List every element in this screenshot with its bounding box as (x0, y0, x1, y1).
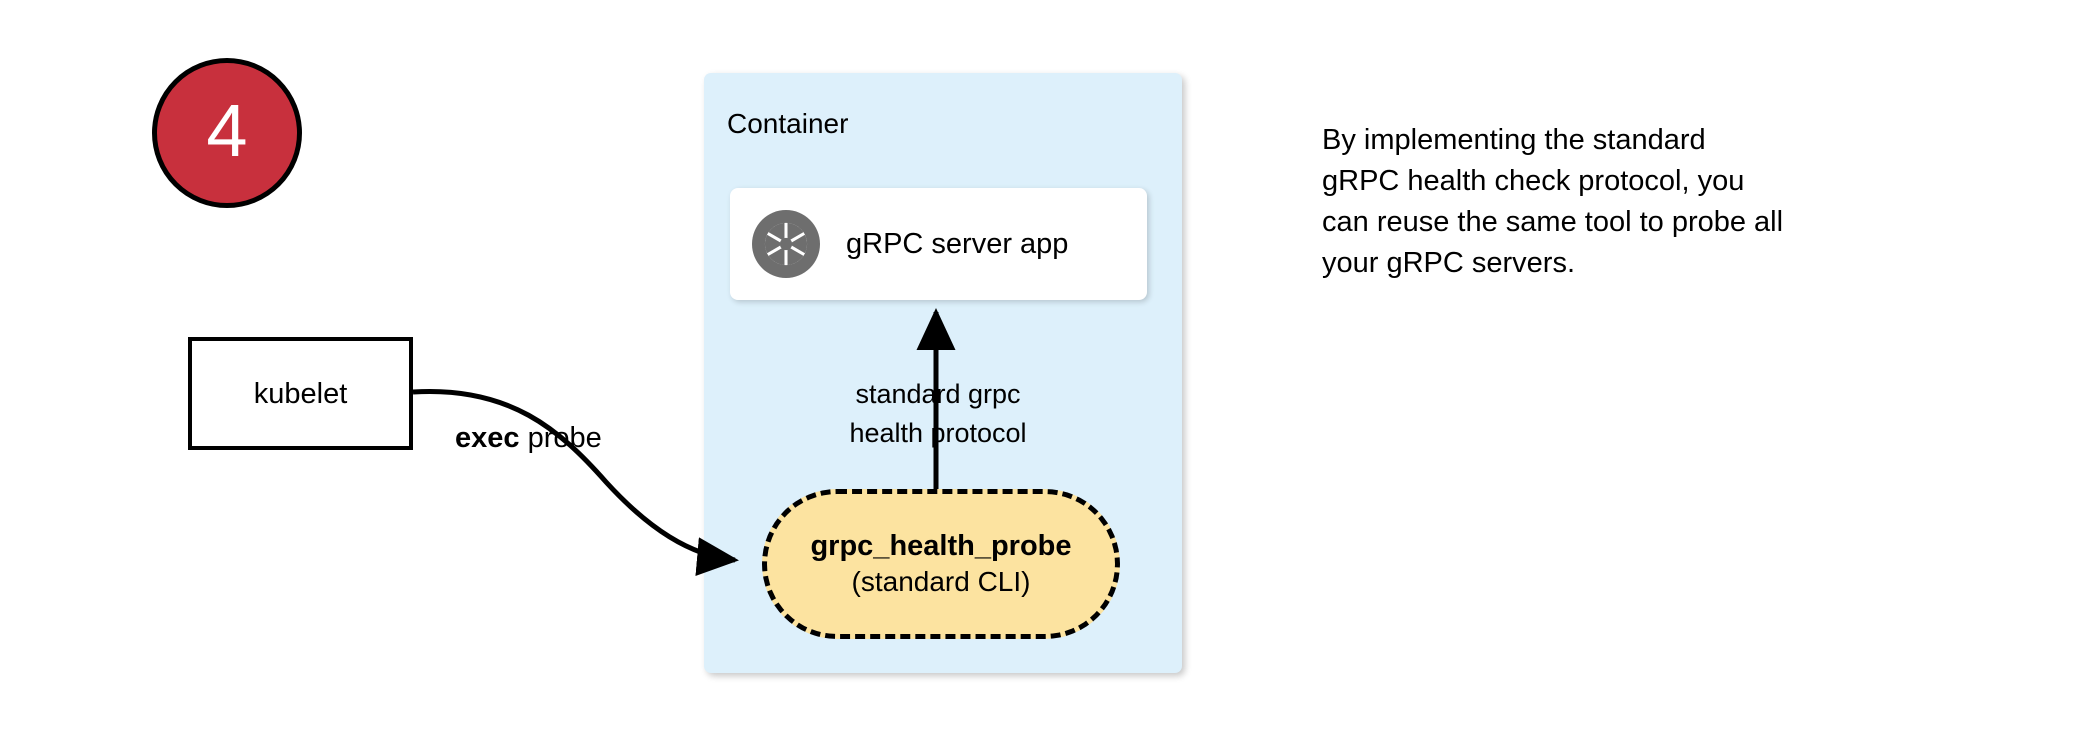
health-protocol-line-1: standard grpc (855, 379, 1021, 409)
exec-probe-label: exec probe (455, 421, 602, 455)
grpc-aperture-icon (752, 210, 820, 278)
exec-probe-bold-text: exec (455, 422, 520, 454)
exec-probe-arrow (412, 388, 739, 577)
kubelet-box: kubelet (188, 337, 413, 450)
grpc-health-probe-title: grpc_health_probe (810, 530, 1072, 562)
health-protocol-label: standard grpc health protocol (783, 375, 1093, 453)
step-number-badge: 4 (152, 58, 302, 208)
kubelet-label: kubelet (253, 377, 348, 410)
side-note-line-1: By implementing the standard (1322, 124, 1706, 156)
side-note-line-3: can reuse the same tool to probe all (1322, 206, 1784, 238)
grpc-health-probe-subtitle: (standard CLI) (851, 566, 1031, 597)
grpc-server-app-label: gRPC server app (846, 228, 1069, 260)
exec-probe-rest-text: probe (519, 422, 602, 454)
grpc-server-app-card: gRPC server app (730, 188, 1147, 300)
container-label: Container (727, 108, 849, 139)
health-protocol-line-2: health protocol (849, 418, 1027, 448)
grpc-health-probe-pill: grpc_health_probe (standard CLI) (762, 489, 1120, 639)
side-note-line-4: your gRPC servers. (1322, 247, 1576, 279)
side-note-text: By implementing the standard gRPC health… (1322, 120, 1922, 284)
side-note-line-2: gRPC health check protocol, you (1322, 165, 1745, 197)
step-number-label: 4 (206, 89, 248, 172)
